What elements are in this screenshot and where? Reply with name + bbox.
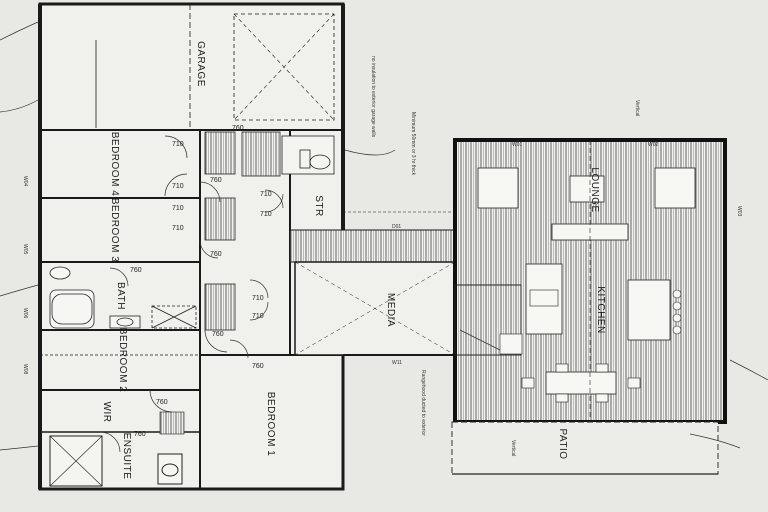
living-wing [453, 138, 727, 424]
door-size-labels: 760 710 710 760 710 710 710 710 760 760 … [130, 125, 272, 438]
plan-notes: Vertical Vertical no insulation to exter… [370, 56, 640, 456]
door-label: 710 [260, 191, 272, 198]
room-label-wir: WIR [101, 402, 112, 423]
door-label: 760 [134, 431, 146, 438]
room-label-patio: PATIO [557, 428, 568, 459]
bathroom-fixtures [49, 266, 197, 329]
door-label: 760 [252, 363, 264, 370]
window-label: W02 [648, 142, 659, 148]
room-label-lounge: LOUNGE [589, 167, 600, 212]
media-block [289, 140, 461, 489]
wardrobe-shelves [159, 131, 281, 435]
door-label: 760 [232, 125, 244, 132]
door-label: 760 [212, 331, 224, 338]
window-label: W05 [22, 244, 28, 255]
note-vertical-top: Vertical [634, 100, 640, 116]
room-label-bedroom1: BEDROOM 1 [265, 392, 276, 457]
window-label: W06 [22, 308, 28, 319]
door-label: 760 [156, 399, 168, 406]
room-label-bedroom2: BEDROOM 2 [117, 328, 128, 393]
room-label-bedroom3: BEDROOM 3 [109, 198, 120, 263]
window-label: W03 [736, 206, 742, 217]
note-min-tiled: Minimum 50mm or 3 hr thick [410, 112, 416, 176]
door-label: 710 [172, 205, 184, 212]
room-label-kitchen: KITCHEN [595, 286, 606, 333]
window-label: W08 [22, 364, 28, 375]
window-label: D01 [392, 224, 401, 230]
window-labels: W01 W02 D01 W11 W05 W06 W08 W04 W03 [22, 142, 742, 375]
note-rangehood: Rangehood ducted to exterior [420, 370, 426, 436]
room-label-bath: BATH [115, 282, 126, 310]
room-labels: GARAGE BEDROOM 4 BEDROOM 3 BATH BEDROOM … [101, 41, 606, 479]
room-label-ensuite: ENSUITE [121, 433, 132, 480]
annotation-leaders [0, 21, 768, 451]
room-label-str: STR [313, 195, 324, 217]
door-label: 760 [210, 251, 222, 258]
window-label: W04 [22, 176, 28, 187]
room-label-garage: GARAGE [195, 41, 206, 87]
ensuite-shower [49, 435, 183, 487]
note-no-insulation: no insulation to exterior garage walls [370, 56, 376, 138]
room-label-bedroom4: BEDROOM 4 [109, 132, 120, 197]
door-label: 710 [172, 141, 184, 148]
window-label: W11 [392, 360, 402, 366]
door-label: 760 [130, 267, 142, 274]
door-label: 710 [172, 183, 184, 190]
door-label: 760 [210, 177, 222, 184]
door-label: 710 [260, 211, 272, 218]
door-label: 710 [252, 313, 264, 320]
door-label: 710 [252, 295, 264, 302]
door-swings [99, 135, 284, 453]
door-label: 710 [172, 225, 184, 232]
window-label: W01 [512, 142, 523, 148]
note-vertical-bottom: Vertical [510, 440, 516, 456]
room-label-media: MEDIA [385, 293, 396, 327]
patio [451, 421, 719, 475]
laundry-fixtures [281, 135, 335, 175]
